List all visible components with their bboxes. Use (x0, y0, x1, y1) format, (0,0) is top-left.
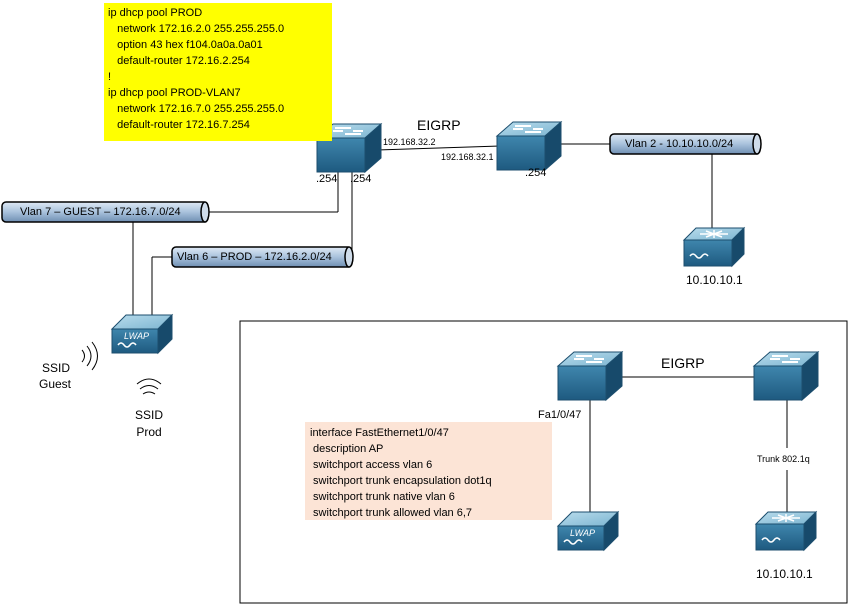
wireless-controller-icon (754, 510, 818, 552)
config-line: switchport trunk encapsulation dot1q (310, 475, 492, 487)
ssid-guest-label: SSID (41, 361, 70, 375)
config-line: switchport trunk allowed vlan 6,7 (310, 507, 473, 519)
interface-config-note: interface FastEthernet1/0/47 description… (305, 422, 552, 520)
interface-ip-label: .254 (350, 173, 372, 185)
link-ip-label: 192.168.32.2 (383, 137, 436, 147)
config-line: option 43 hex f104.0a0a.0a01 (108, 39, 263, 51)
switch-icon (752, 350, 820, 402)
wifi-signal-icon (136, 378, 162, 395)
lwap-access-point-icon (556, 510, 620, 552)
switch-icon (315, 122, 383, 174)
switch-icon (556, 350, 624, 402)
vlan7-segment (1, 201, 210, 223)
switch-icon (495, 120, 563, 172)
vlan-label: Vlan 6 – PROD – 172.16.2.0/24 (177, 251, 332, 263)
config-line: ip dhcp pool PROD (108, 7, 203, 19)
interface-ip-label: .254 (525, 167, 547, 179)
port-label: Fa1/0/47 (538, 409, 582, 421)
eigrp-label: EIGRP (417, 117, 461, 133)
config-line: default-router 172.16.2.254 (108, 55, 250, 67)
config-line: ! (108, 71, 112, 83)
config-line: interface FastEthernet1/0/47 (310, 427, 449, 439)
vlan-label: Vlan 2 - 10.10.10.0/24 (625, 138, 734, 150)
ssid-prod-label: SSID (134, 408, 163, 422)
config-line: default-router 172.16.7.254 (108, 119, 250, 131)
links-top (132, 143, 713, 318)
config-line: switchport access vlan 6 (310, 459, 433, 471)
trunk-label: Trunk 802.1q (757, 454, 810, 464)
controller-ip-label: 10.10.10.1 (756, 567, 813, 581)
lab-frame (239, 320, 848, 604)
lwap-access-point-icon (110, 313, 174, 355)
config-line: description AP (310, 443, 384, 455)
config-line: network 172.16.2.0 255.255.255.0 (108, 23, 285, 35)
lwap-text: LWAP (124, 331, 150, 341)
vlan2-segment (609, 133, 762, 155)
ssid-guest-label: Guest (38, 377, 71, 391)
wifi-signal-icon (81, 341, 98, 371)
eigrp-label: EIGRP (661, 355, 705, 371)
controller-ip-label: 10.10.10.1 (686, 273, 743, 287)
links-bottom (589, 376, 788, 517)
lwap-text: LWAP (570, 528, 596, 538)
dhcp-config-note: ip dhcp pool PROD network 172.16.2.0 255… (104, 3, 332, 141)
config-line: ip dhcp pool PROD-VLAN7 (108, 87, 241, 99)
wireless-controller-icon (682, 226, 746, 268)
link-ip-label: 192.168.32.1 (441, 152, 494, 162)
vlan6-segment (171, 246, 354, 268)
ssid-prod-label: Prod (136, 425, 162, 439)
vlan-label: Vlan 7 – GUEST – 172.16.7.0/24 (20, 206, 181, 218)
interface-ip-label: .254 (316, 173, 338, 185)
config-line: switchport trunk native vlan 6 (310, 491, 455, 503)
config-line: network 172.16.7.0 255.255.255.0 (108, 103, 285, 115)
